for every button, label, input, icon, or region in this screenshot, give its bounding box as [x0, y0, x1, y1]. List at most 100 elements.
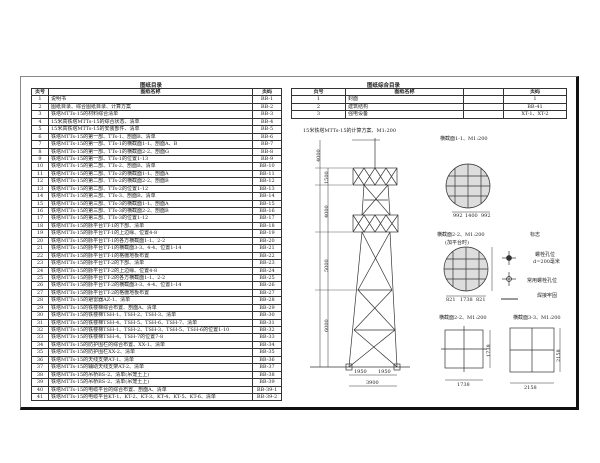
cell-page-code: BB-23 — [252, 259, 282, 268]
cell-page-code: BB-11 — [252, 169, 282, 179]
cell-page-code: BB-30 — [252, 311, 282, 320]
sec11-dim-a: 992 — [453, 213, 463, 219]
cell-page-code: BB-35 — [252, 348, 282, 357]
sec22b-height: 1738 — [486, 344, 492, 357]
dim-4000: 4000 — [324, 205, 330, 218]
cell-page-code: BB-6 — [252, 132, 282, 142]
tower-title: 15米铁塔MTTs-15的计算方案、M1:200 — [303, 128, 397, 134]
legend-title: 标志 — [530, 232, 541, 238]
sec22-dim-a: 821 — [446, 297, 456, 303]
sec11-dim-b: 1400 — [465, 213, 478, 219]
sec33-width: 2158 — [524, 385, 537, 391]
section-2-2-title: 横截面2-2、M1:200 — [437, 232, 485, 238]
sec11-dim-c: 992 — [481, 213, 491, 219]
section-1-1-title: 横截面1-1、M1:200 — [440, 136, 488, 142]
legend-bolt: 螺栓孔位 — [535, 252, 556, 258]
cell-page-code: BB-41 — [503, 102, 567, 112]
cell-page-code: BB-4 — [252, 117, 282, 127]
legend-common-bolt: 常用螺栓孔位 — [527, 278, 558, 284]
section-2-2-note: (加平台时) — [445, 240, 469, 246]
cell-page-code: BB-8 — [252, 147, 282, 156]
sec22-dim-b: 1738 — [460, 297, 473, 303]
dim-6000: 6000 — [324, 319, 330, 332]
cell-page-code: BB-33 — [252, 333, 282, 342]
cell-page-code: BB-17 — [252, 214, 282, 223]
cell-page-code: BB-39-2 — [252, 392, 282, 402]
cell-page-code: BB-26 — [252, 281, 282, 290]
dim-1950-left: 1950 — [354, 369, 367, 375]
cell-page-code: BB-10 — [252, 162, 282, 171]
cell-page-code: BB-22 — [252, 251, 282, 261]
cell-page-code: BB-15 — [252, 199, 282, 209]
cell-page-code: BB-27 — [252, 288, 282, 298]
cell-page-code: BB-28 — [252, 296, 282, 305]
dim-3900: 3900 — [366, 380, 379, 386]
cell-page-code: BB-3 — [252, 110, 282, 119]
cell-page-code: BB-19 — [252, 229, 282, 238]
col-page-code: 页码 — [252, 87, 282, 97]
cell-page-code: BB-12 — [252, 177, 282, 186]
cell-page-code: BB-18 — [252, 221, 282, 231]
cell-page-code: BB-16 — [252, 206, 282, 216]
cell-page-code: BB-34 — [252, 340, 282, 350]
col-page-code: 页码 — [503, 87, 567, 97]
legend-weld: 焊接牢固 — [537, 293, 558, 299]
general-catalog-title: 图纸综合目录 — [367, 83, 401, 89]
legend-bolt-d: d=200毫米 — [533, 259, 560, 265]
dim-1500: 1500 — [324, 171, 330, 184]
sec22b-width: 1738 — [457, 382, 470, 388]
dim-1950-right: 1950 — [378, 369, 391, 375]
cell-page-code: 1 — [503, 95, 567, 104]
cell-page-code: BB-1 — [252, 95, 282, 104]
cell-page-code: BB-21 — [252, 244, 282, 253]
cell-page-code: BB-9 — [252, 154, 282, 164]
cell-page-code: BB-25 — [252, 273, 282, 283]
cell-page-code: BB-7 — [252, 140, 282, 149]
cell-page-code: BB-2 — [252, 102, 282, 112]
cell-page-code: BB-13 — [252, 184, 282, 194]
cell-page-code: BB-39 — [252, 378, 282, 387]
sec33-height: 2158 — [556, 349, 562, 362]
cell-page-code: BB-14 — [252, 192, 282, 201]
cell-page-code: BB-38 — [252, 370, 282, 380]
section-2-2b-title: 横截面2-2、M1:200 — [439, 315, 487, 321]
cell-page-code: XT-1、XT-2 — [503, 110, 567, 119]
dim-5000: 5000 — [324, 259, 330, 272]
cell-page-code: BB-29 — [252, 303, 282, 313]
section-3-3-title: 横截面3-3、M1:200 — [513, 315, 561, 321]
sec22-dim-c: 821 — [476, 297, 486, 303]
cell-page-code: BB-32 — [252, 325, 282, 335]
cell-page-code: BB-37 — [252, 363, 282, 372]
catalog-title: 图纸目录 — [140, 83, 163, 89]
cell-page-code: BB-20 — [252, 236, 282, 246]
cell-page-code: BB-39-1 — [252, 385, 282, 394]
cell-page-code: BB-5 — [252, 125, 282, 134]
dim-4000-top: 4000 — [316, 149, 322, 162]
